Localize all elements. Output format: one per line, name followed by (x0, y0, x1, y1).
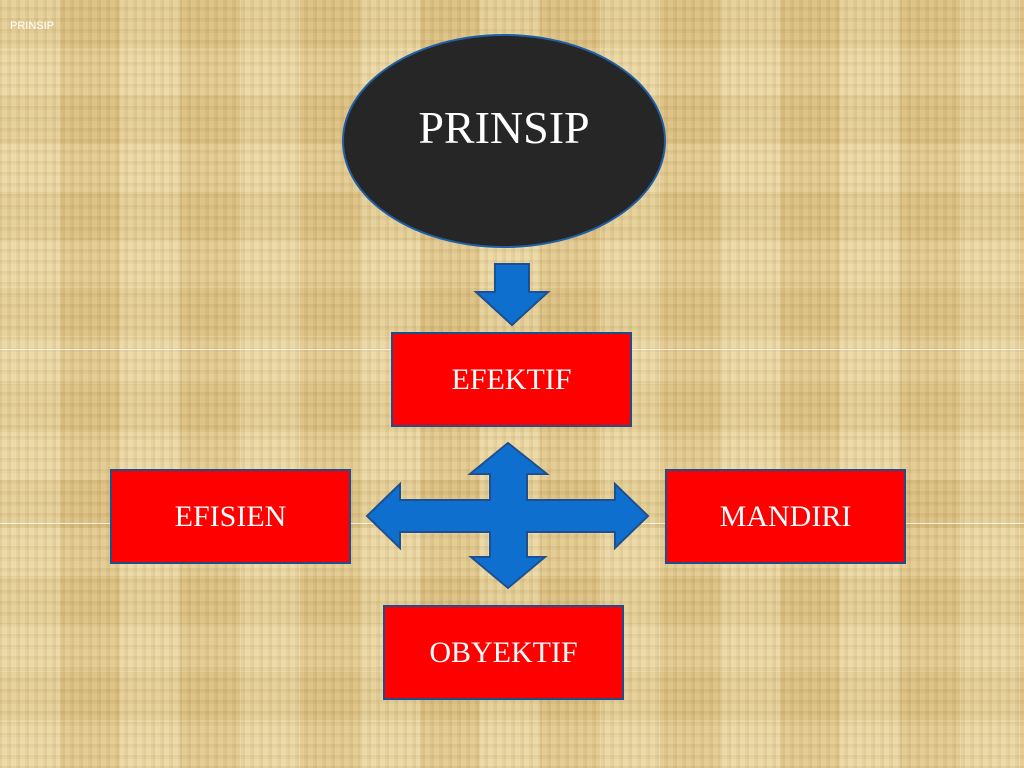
arrow-down-icon (473, 263, 551, 327)
node-obyektif: OBYEKTIF (383, 605, 624, 700)
title-ellipse: PRINSIP (342, 34, 666, 248)
node-mandiri: MANDIRI (665, 469, 906, 564)
four-way-arrow-icon (365, 441, 650, 590)
title-text: PRINSIP (418, 101, 590, 153)
node-efisien: EFISIEN (110, 469, 351, 564)
slide-header-label: PRINSIP (10, 20, 55, 32)
node-efektif: EFEKTIF (391, 332, 632, 427)
